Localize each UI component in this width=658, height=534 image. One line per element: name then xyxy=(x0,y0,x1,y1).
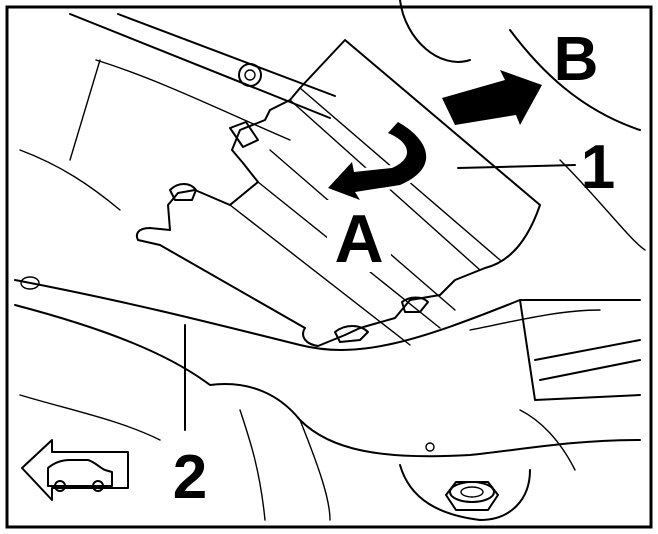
cover-panel xyxy=(135,39,541,347)
label-a-background xyxy=(327,200,391,272)
arrow-a xyxy=(325,119,430,203)
label-part-1: 1 xyxy=(581,133,615,202)
arrow-b xyxy=(439,67,545,128)
push-direction-arrow-icon xyxy=(439,67,545,128)
bolt xyxy=(445,481,499,511)
label-part-2: 2 xyxy=(173,443,207,512)
label-b: B xyxy=(554,25,599,94)
curved-rotation-arrow-icon xyxy=(325,119,430,203)
leader-line-1 xyxy=(457,164,576,169)
label-a: A xyxy=(334,201,383,277)
car-forward-arrow-icon xyxy=(21,439,129,501)
